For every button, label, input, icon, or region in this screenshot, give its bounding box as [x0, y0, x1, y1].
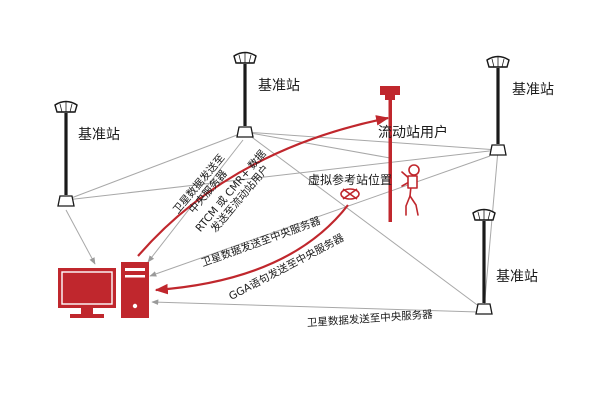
central-server: [58, 262, 149, 318]
rtcm-arrow: [137, 115, 390, 257]
target-icon: [340, 188, 360, 200]
station-label-top-center: 基准站: [258, 77, 300, 94]
antenna-icon: [233, 51, 257, 138]
rover-pole: [380, 86, 400, 222]
link-left-top-right: [65, 149, 499, 201]
rover-label: 流动站用户: [378, 124, 448, 141]
red-arrows: [137, 115, 390, 295]
link-label-bottom-upload: 卫星数据发送至中央服务器: [306, 308, 433, 330]
virtual-station-marker: [340, 188, 360, 200]
base-station-top-right: [486, 55, 510, 156]
station-label-bottom-right: 基准站: [496, 268, 538, 285]
base-station-left: [54, 100, 78, 207]
station-label-left: 基准站: [78, 126, 120, 143]
base-station-top-center: [233, 51, 257, 138]
virtual-station-label: 虚拟参考站位置: [308, 172, 392, 187]
monitor-icon: [58, 268, 116, 318]
link-top-right-server: [149, 155, 491, 277]
antenna-icon: [486, 55, 510, 156]
link-top-center-bottom-right: [244, 131, 485, 311]
link-top-center-rover: [244, 131, 391, 159]
link-left-computer: [65, 209, 96, 265]
server-tower-icon: [121, 262, 149, 318]
antenna-icon: [472, 208, 496, 315]
network-lines: [65, 131, 499, 313]
link-top-center-top-right: [244, 131, 499, 151]
link-left-top-center: [65, 131, 246, 201]
person-icon: [401, 164, 420, 216]
base-station-bottom-right: [472, 208, 496, 315]
antenna-icon: [54, 100, 78, 207]
link-top-right-bottom-right: [483, 149, 499, 311]
gnss-receiver-icon: [380, 86, 400, 222]
gga-arrow: [154, 204, 349, 295]
link-bottom-right-server: [151, 299, 479, 313]
station-label-top-right: 基准站: [512, 81, 554, 98]
